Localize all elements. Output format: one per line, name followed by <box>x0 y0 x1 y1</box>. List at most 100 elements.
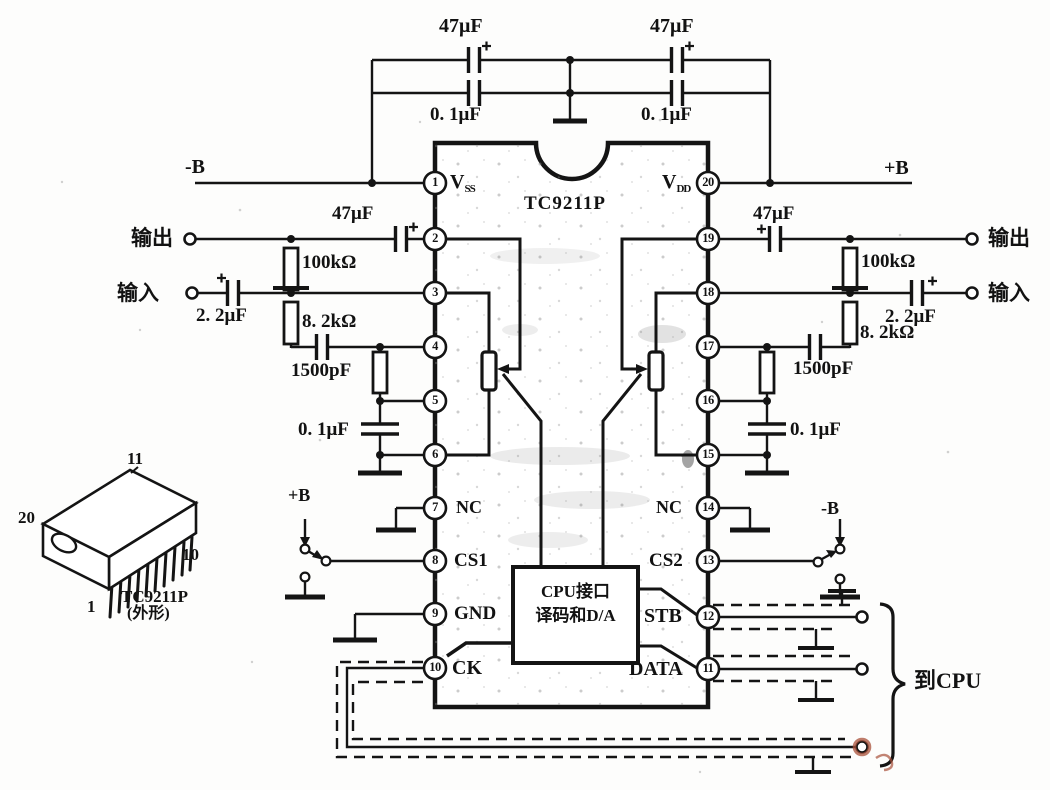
pin-nc-label: NC <box>456 497 482 517</box>
cap-value-label: 47μF <box>439 15 483 37</box>
pin-circle <box>422 388 448 414</box>
capacitor-47uf-icon <box>767 226 783 252</box>
cap-value-label: 0. 1μF <box>298 419 349 440</box>
pin-circle <box>695 604 721 630</box>
vss-base: V <box>450 171 465 193</box>
resistor-icon <box>758 350 776 395</box>
resistor-100k-icon <box>282 246 300 292</box>
vss-sub: SS <box>464 183 475 195</box>
cap-value-label: 47μF <box>753 203 795 224</box>
pin-number: 17 <box>702 339 714 354</box>
pin-circle <box>695 170 721 196</box>
plus-icon <box>217 273 226 283</box>
capacitor-47uf-icon <box>466 47 482 73</box>
pin-number: 4 <box>432 339 438 354</box>
pin-number: 8 <box>432 553 438 568</box>
pin-number: 12 <box>702 609 714 624</box>
dip-notch-icon <box>50 532 78 554</box>
pin-number: 14 <box>702 500 714 515</box>
red-pen-marks <box>852 737 894 772</box>
cap-value-label: 0. 1μF <box>641 104 692 125</box>
pin-circle <box>695 442 721 468</box>
ground-icons <box>285 118 860 774</box>
package-drawing <box>40 466 199 619</box>
switch-contact <box>834 543 846 555</box>
pin-nc-label: NC <box>656 497 682 517</box>
pin-number: 5 <box>432 393 438 408</box>
cap-value-label: 1500pF <box>793 358 854 379</box>
vdd-base: V <box>662 171 677 193</box>
resistor-82k-icon <box>282 300 300 346</box>
plus-icon <box>757 224 766 234</box>
capacitor-01uf-icon <box>669 80 685 106</box>
capacitor-01uf-icon <box>748 422 786 436</box>
pin11-leader <box>130 466 139 474</box>
print-bleed-smudges <box>490 248 694 582</box>
junction-dots <box>287 56 854 459</box>
ic-name-label: TC9211P <box>524 193 606 214</box>
ck-wire <box>345 666 856 749</box>
pkg-caption-label: (外形) <box>127 605 170 622</box>
red-ring-mark <box>852 737 872 757</box>
plus-icon <box>685 41 694 51</box>
input-terminal-label: 输入 <box>988 281 1030 305</box>
cap-value-label: 47μF <box>332 203 374 224</box>
cs2-switch <box>812 537 846 585</box>
res-value-label: 8. 2kΩ <box>302 311 357 332</box>
pos-rail-label: +B <box>884 157 909 179</box>
pin-circle <box>695 280 721 306</box>
pin-circle <box>422 170 448 196</box>
terminals <box>183 232 979 754</box>
res-value-label: 100kΩ <box>302 252 357 273</box>
pin-ck-label: CK <box>452 657 482 679</box>
pin-cs1-label: CS1 <box>454 550 488 571</box>
pin-number: 1 <box>432 175 438 190</box>
pin-number: 11 <box>702 661 714 676</box>
capacitor-22uf-icon <box>225 280 241 306</box>
pkg-pin20-label: 20 <box>18 508 35 527</box>
pin-circle <box>422 226 448 252</box>
pkg-pin10-label: 10 <box>182 545 199 564</box>
cap-gaps <box>228 46 922 434</box>
pin-circle <box>422 334 448 360</box>
resistor-82k-icon <box>841 300 859 346</box>
potentiometer-icon <box>647 350 665 392</box>
cpu-box-label: CPU接口 译码和D/A <box>513 580 638 628</box>
input-terminal-label: 输入 <box>117 281 159 305</box>
res-value-label: 100kΩ <box>861 251 916 272</box>
arrow-down-icon <box>300 537 310 547</box>
cpu-box-line2: 译码和D/A <box>535 606 616 625</box>
capacitors <box>225 47 925 436</box>
pin-number: 9 <box>432 606 438 621</box>
resistor-icon <box>371 350 389 395</box>
neg-rail-label: -B <box>185 156 205 178</box>
pin-circle <box>422 442 448 468</box>
terminal-circle <box>965 232 979 246</box>
cap-value-label: 0. 1μF <box>790 419 841 440</box>
pin-circle <box>422 495 448 521</box>
pin-vdd-label: VDD <box>662 171 691 195</box>
vdd-sub: DD <box>676 183 691 195</box>
plus-icon <box>409 222 418 232</box>
pin-number: 2 <box>432 231 438 246</box>
pin-number: 15 <box>702 447 714 462</box>
to-cpu-label: 到CPU <box>914 668 982 693</box>
pin-number: 3 <box>432 285 438 300</box>
terminal-circle <box>183 232 197 246</box>
arrow-icon <box>497 364 509 374</box>
cpu-bus-wires <box>345 615 856 749</box>
terminal-circle <box>855 662 869 676</box>
output-terminal-label: 输出 <box>131 226 173 250</box>
arrow-icon <box>636 364 648 374</box>
switch-contact <box>320 555 332 567</box>
potentiometer-icon <box>480 350 498 392</box>
terminal-circle <box>855 740 869 754</box>
resistors <box>282 246 859 395</box>
pin-circle <box>695 548 721 574</box>
pin-number: 6 <box>432 447 438 462</box>
capacitor-1500pf-icon <box>807 334 823 360</box>
pin-number: 20 <box>702 175 714 190</box>
pin-circle <box>695 334 721 360</box>
